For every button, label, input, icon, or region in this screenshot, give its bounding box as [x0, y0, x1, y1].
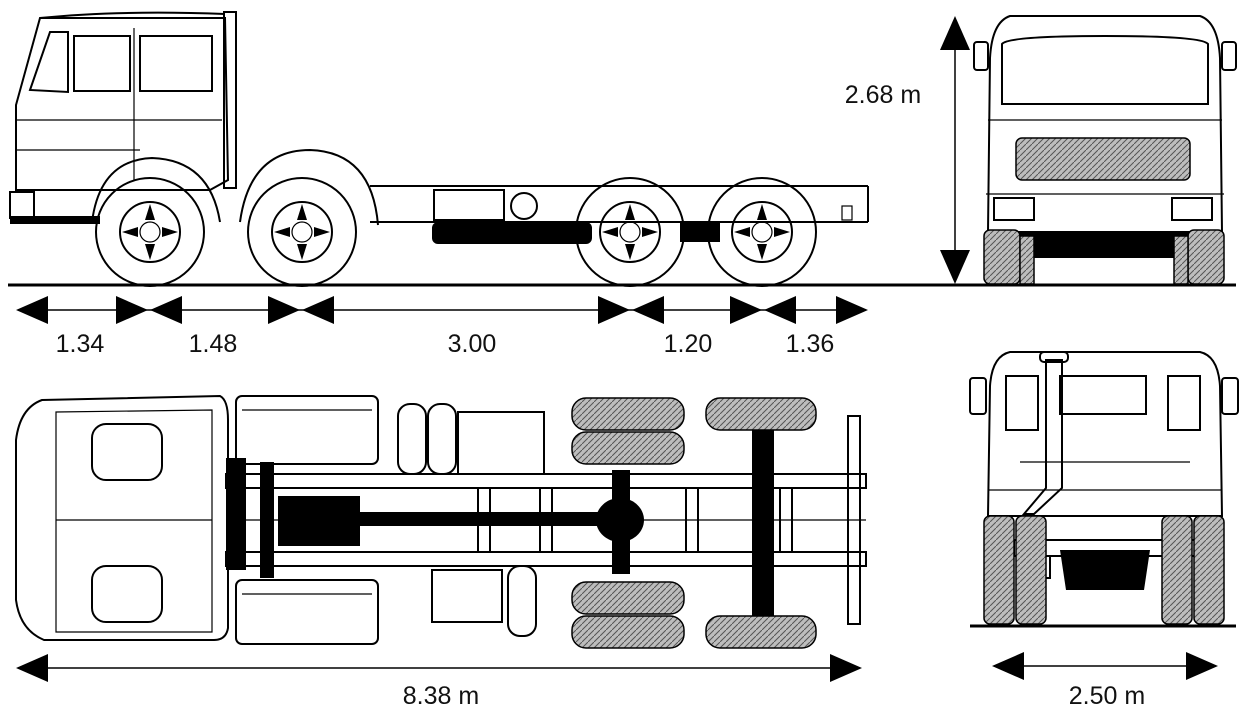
side-wheel — [95, 177, 205, 287]
front-view — [973, 15, 1237, 285]
spacing-label-4: 1.20 — [664, 330, 713, 358]
front-fender-2 — [239, 148, 379, 226]
side-wheel — [575, 177, 685, 287]
width-dimension — [992, 652, 1218, 680]
exhaust-stack — [223, 11, 237, 189]
side-view: 1.34 1.48 3.00 1.20 1.36 — [8, 11, 1236, 358]
spacing-label-5: 1.36 — [786, 330, 835, 358]
spacing-label-1: 1.34 — [56, 330, 105, 358]
side-wheel — [707, 177, 817, 287]
side-chassis — [370, 185, 869, 244]
length-dimension — [16, 654, 862, 682]
spacing-label-3: 3.00 — [448, 330, 497, 358]
width-label: 2.50 m — [1069, 682, 1145, 710]
height-dimension — [940, 16, 970, 284]
rear-view — [969, 351, 1239, 628]
top-view — [15, 394, 867, 649]
spacing-label-2: 1.48 — [189, 330, 238, 358]
height-label: 2.68 m — [845, 81, 921, 109]
side-wheel — [247, 177, 357, 287]
side-cab — [9, 11, 230, 224]
axle-spacing-dimensions — [16, 296, 868, 324]
length-label: 8.38 m — [403, 682, 479, 710]
front-fender-1 — [91, 156, 221, 223]
